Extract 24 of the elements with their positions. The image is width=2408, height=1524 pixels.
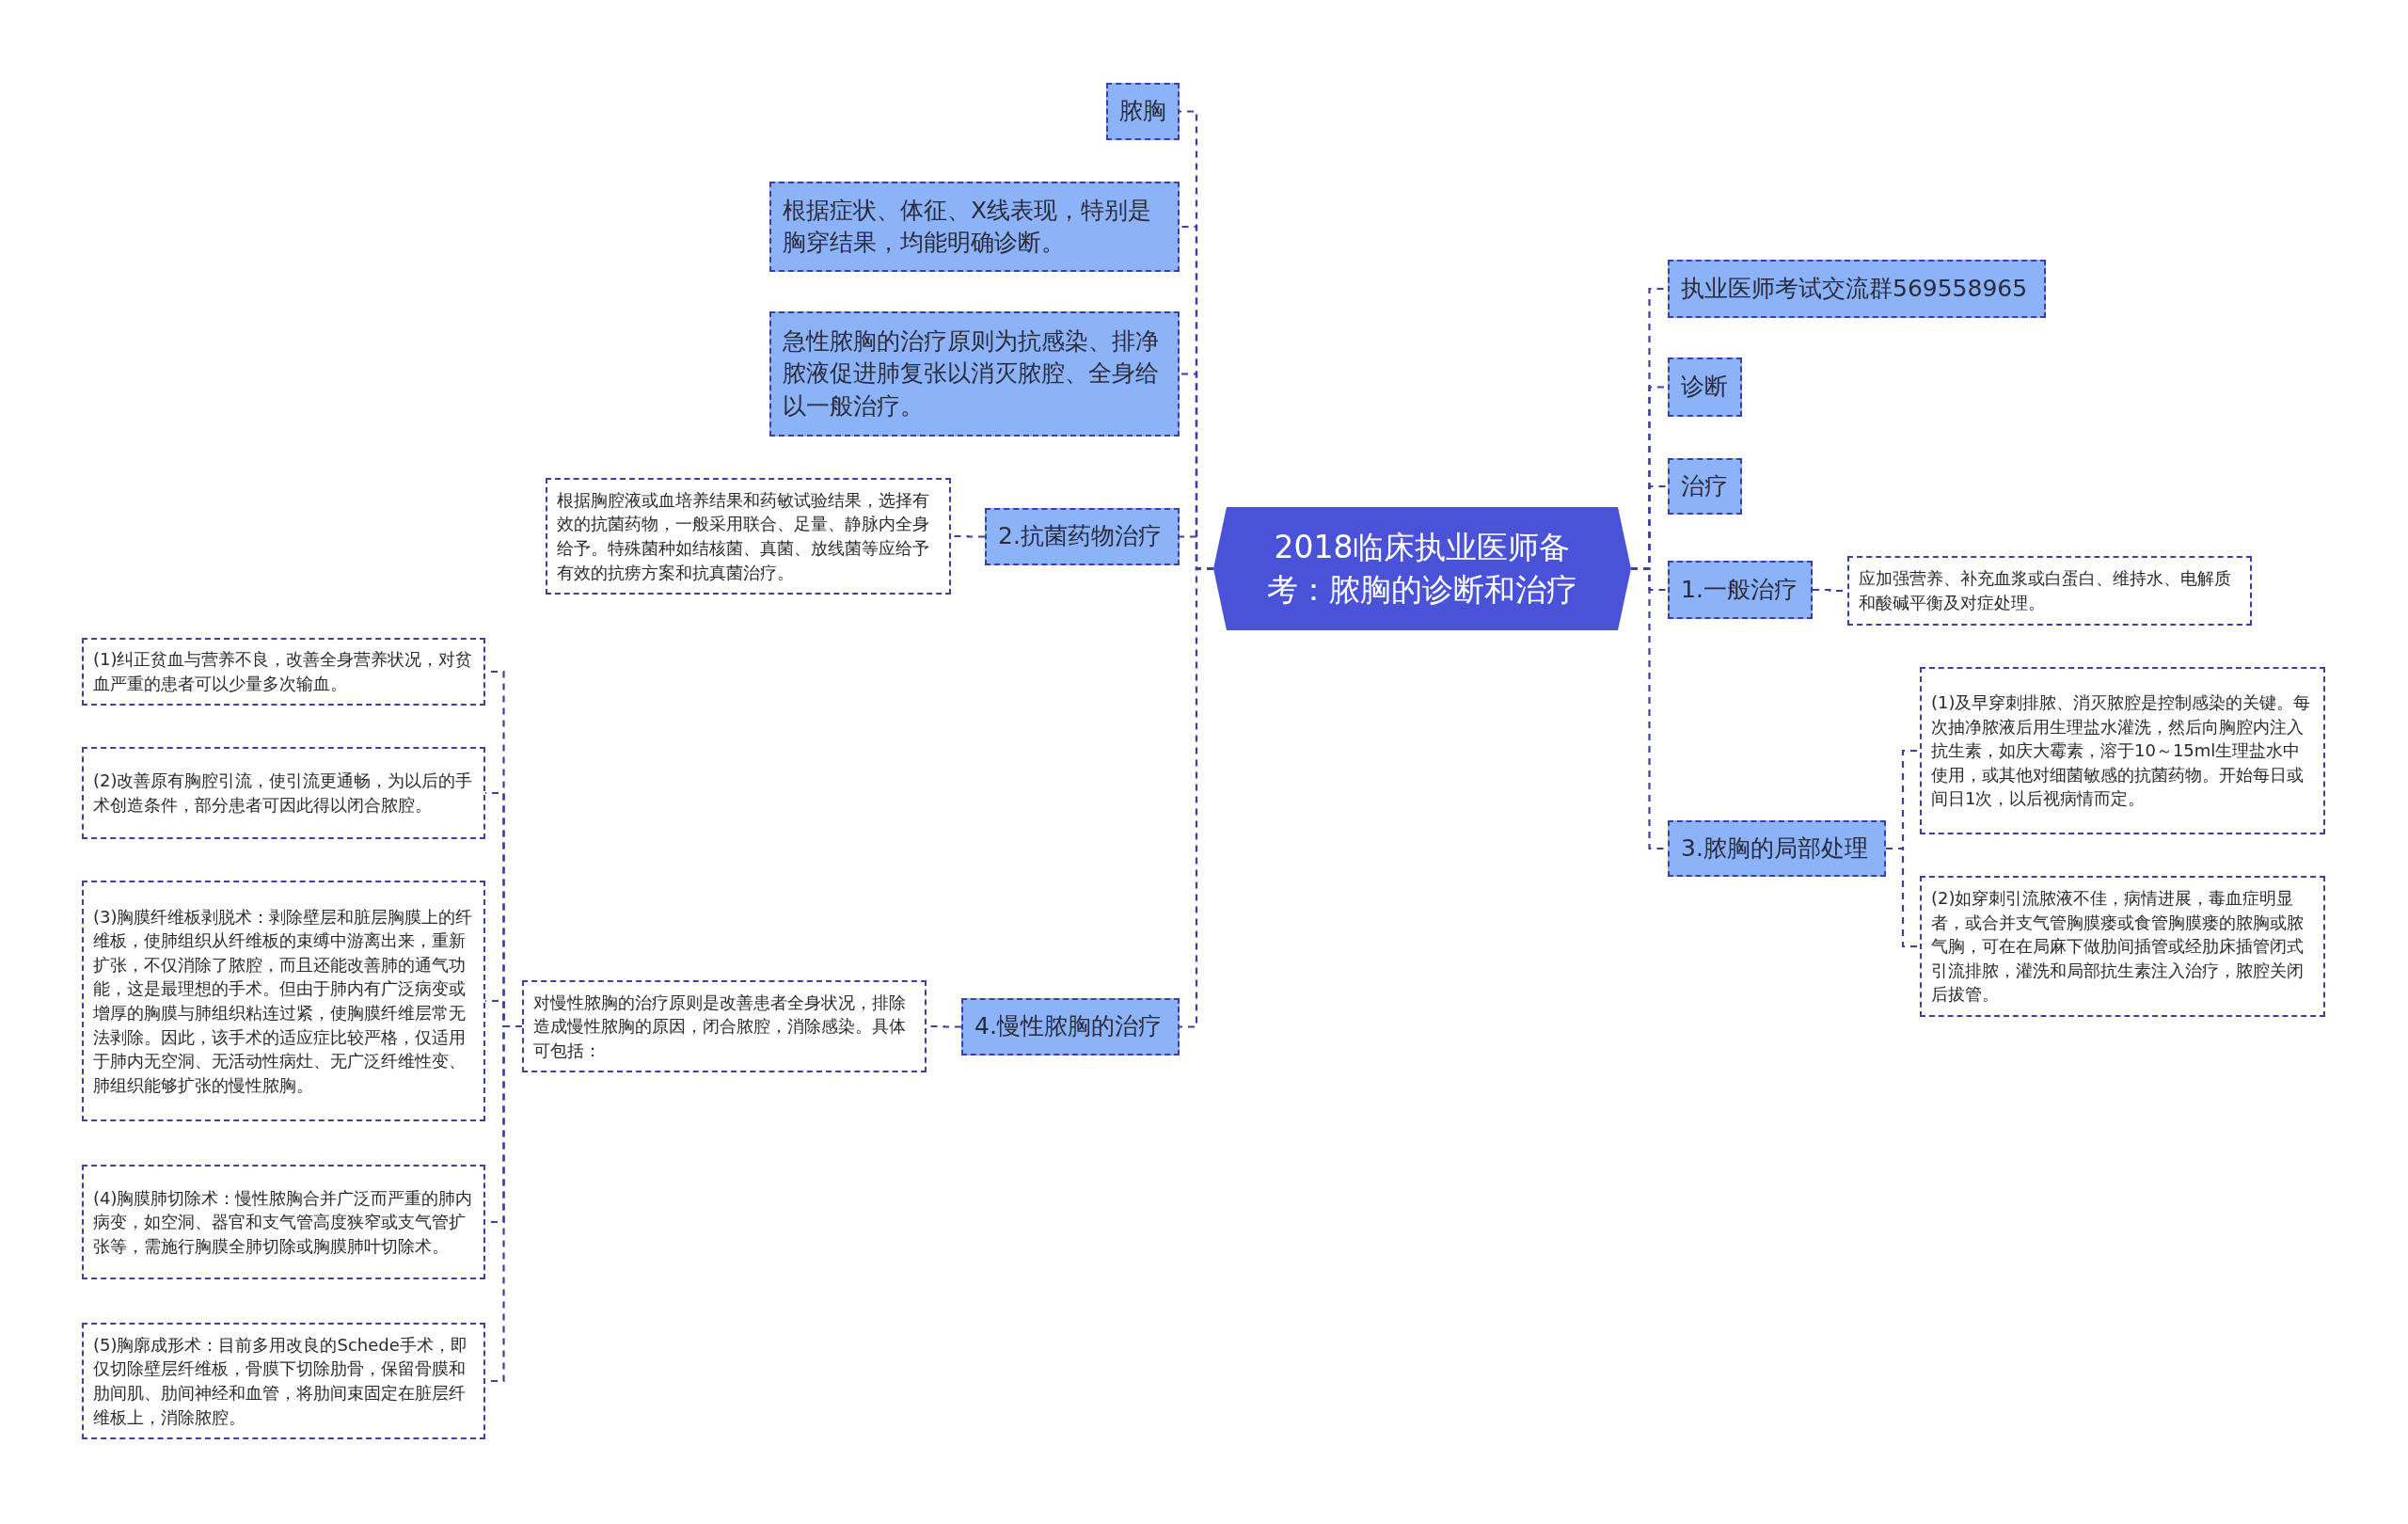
central-topic-title: 2018临床执业医师备考：脓胸的诊断和治疗 [1266, 527, 1578, 610]
connector-line [1886, 847, 1920, 948]
central-topic-hexagon [1213, 507, 1631, 630]
note-card: (3)胸膜纤维板剥脱术：剥除壁层和脏层胸膜上的纤维板，使肺组织从纤维板的束缚中游离出来，重新扩张，不仅消除了脓腔，而且还能改善肺的通气功能，这是最理想的手术。但由于肺内有广泛病变或增厚的胸膜与肺组织粘连过紧，使胸膜纤维层常无法剥除。因此，该手术的适应症比较严格，仅适用于肺内无空洞、无活动性病灶、无广泛纤维性变、肺组织能够扩张的慢性脓胸。 [82, 881, 485, 1121]
note-card: (4)胸膜肺切除术：慢性脓胸合并广泛而严重的肺内病变，如空洞、器官和支气管高度狭窄或支气管扩张等，需施行胸膜全肺切除或胸膜肺叶切除术。 [82, 1165, 485, 1279]
note-card: 对慢性脓胸的治疗原则是改善患者全身状况，排除造成慢性脓胸的原因，闭合脓腔，消除感染。具体可包括： [522, 980, 927, 1072]
branch-topic: 治疗 [1668, 458, 1742, 515]
note-card: (1)及早穿刺排脓、消灭脓腔是控制感染的关键。每次抽净脓液后用生理盐水灌洗，然后向胸腔内注入抗生素，如庆大霉素，溶于10～15ml生理盐水中使用，或其他对细菌敏感的抗菌药物。开始每日或间日1次，以后视病情而定。 [1920, 667, 2325, 834]
branch-topic: 3.脓胸的局部处理 [1668, 820, 1886, 877]
note-card: (5)胸廓成形术：目前多用改良的Schede手术，即仅切除壁层纤维板，骨膜下切除肋骨，保留骨膜和肋间肌、肋间神经和血管，将肋间束固定在脏层纤维板上，消除脓腔。 [82, 1323, 485, 1439]
note-card: 应加强营养、补充血浆或白蛋白、维持水、电解质和酸碱平衡及对症处理。 [1847, 556, 2252, 626]
branch-topic: 2.抗菌药物治疗 [985, 508, 1180, 565]
branch-topic: 执业医师考试交流群569558965 [1668, 260, 2046, 318]
branch-topic: 1.一般治疗 [1668, 561, 1813, 619]
branch-topic: 根据症状、体征、X线表现，特别是胸穿结果，均能明确诊断。 [769, 182, 1180, 272]
branch-topic: 4.慢性脓胸的治疗 [961, 998, 1180, 1056]
connector-line [1180, 567, 1213, 1028]
branch-topic: 脓胸 [1106, 83, 1180, 140]
note-card: (1)纠正贫血与营养不良，改善全身营养状况，对贫血严重的患者可以少量多次输血。 [82, 638, 485, 706]
note-card: (2)如穿刺引流脓液不佳，病情进展，毒血症明显者，或合并支气管胸膜瘘或食管胸膜瘘的脓胸或脓气胸，可在在局麻下做肋间插管或经肋床插管闭式引流排脓，灌洗和局部抗生素注入治疗，脓腔关闭后拔管。 [1920, 876, 2325, 1017]
note-card: 根据胸腔液或血培养结果和药敏试验结果，选择有效的抗菌药物，一般采用联合、足量、静脉内全身给予。特殊菌种如结核菌、真菌、放线菌等应给予有效的抗痨方案和抗真菌治疗。 [546, 478, 951, 595]
note-card: (2)改善原有胸腔引流，使引流更通畅，为以后的手术创造条件，部分患者可因此得以闭合脓腔。 [82, 747, 485, 839]
branch-topic: 急性脓胸的治疗原则为抗感染、排净脓液促进肺复张以消灭脓腔、全身给以一般治疗。 [769, 311, 1180, 437]
branch-topic: 诊断 [1668, 357, 1742, 417]
